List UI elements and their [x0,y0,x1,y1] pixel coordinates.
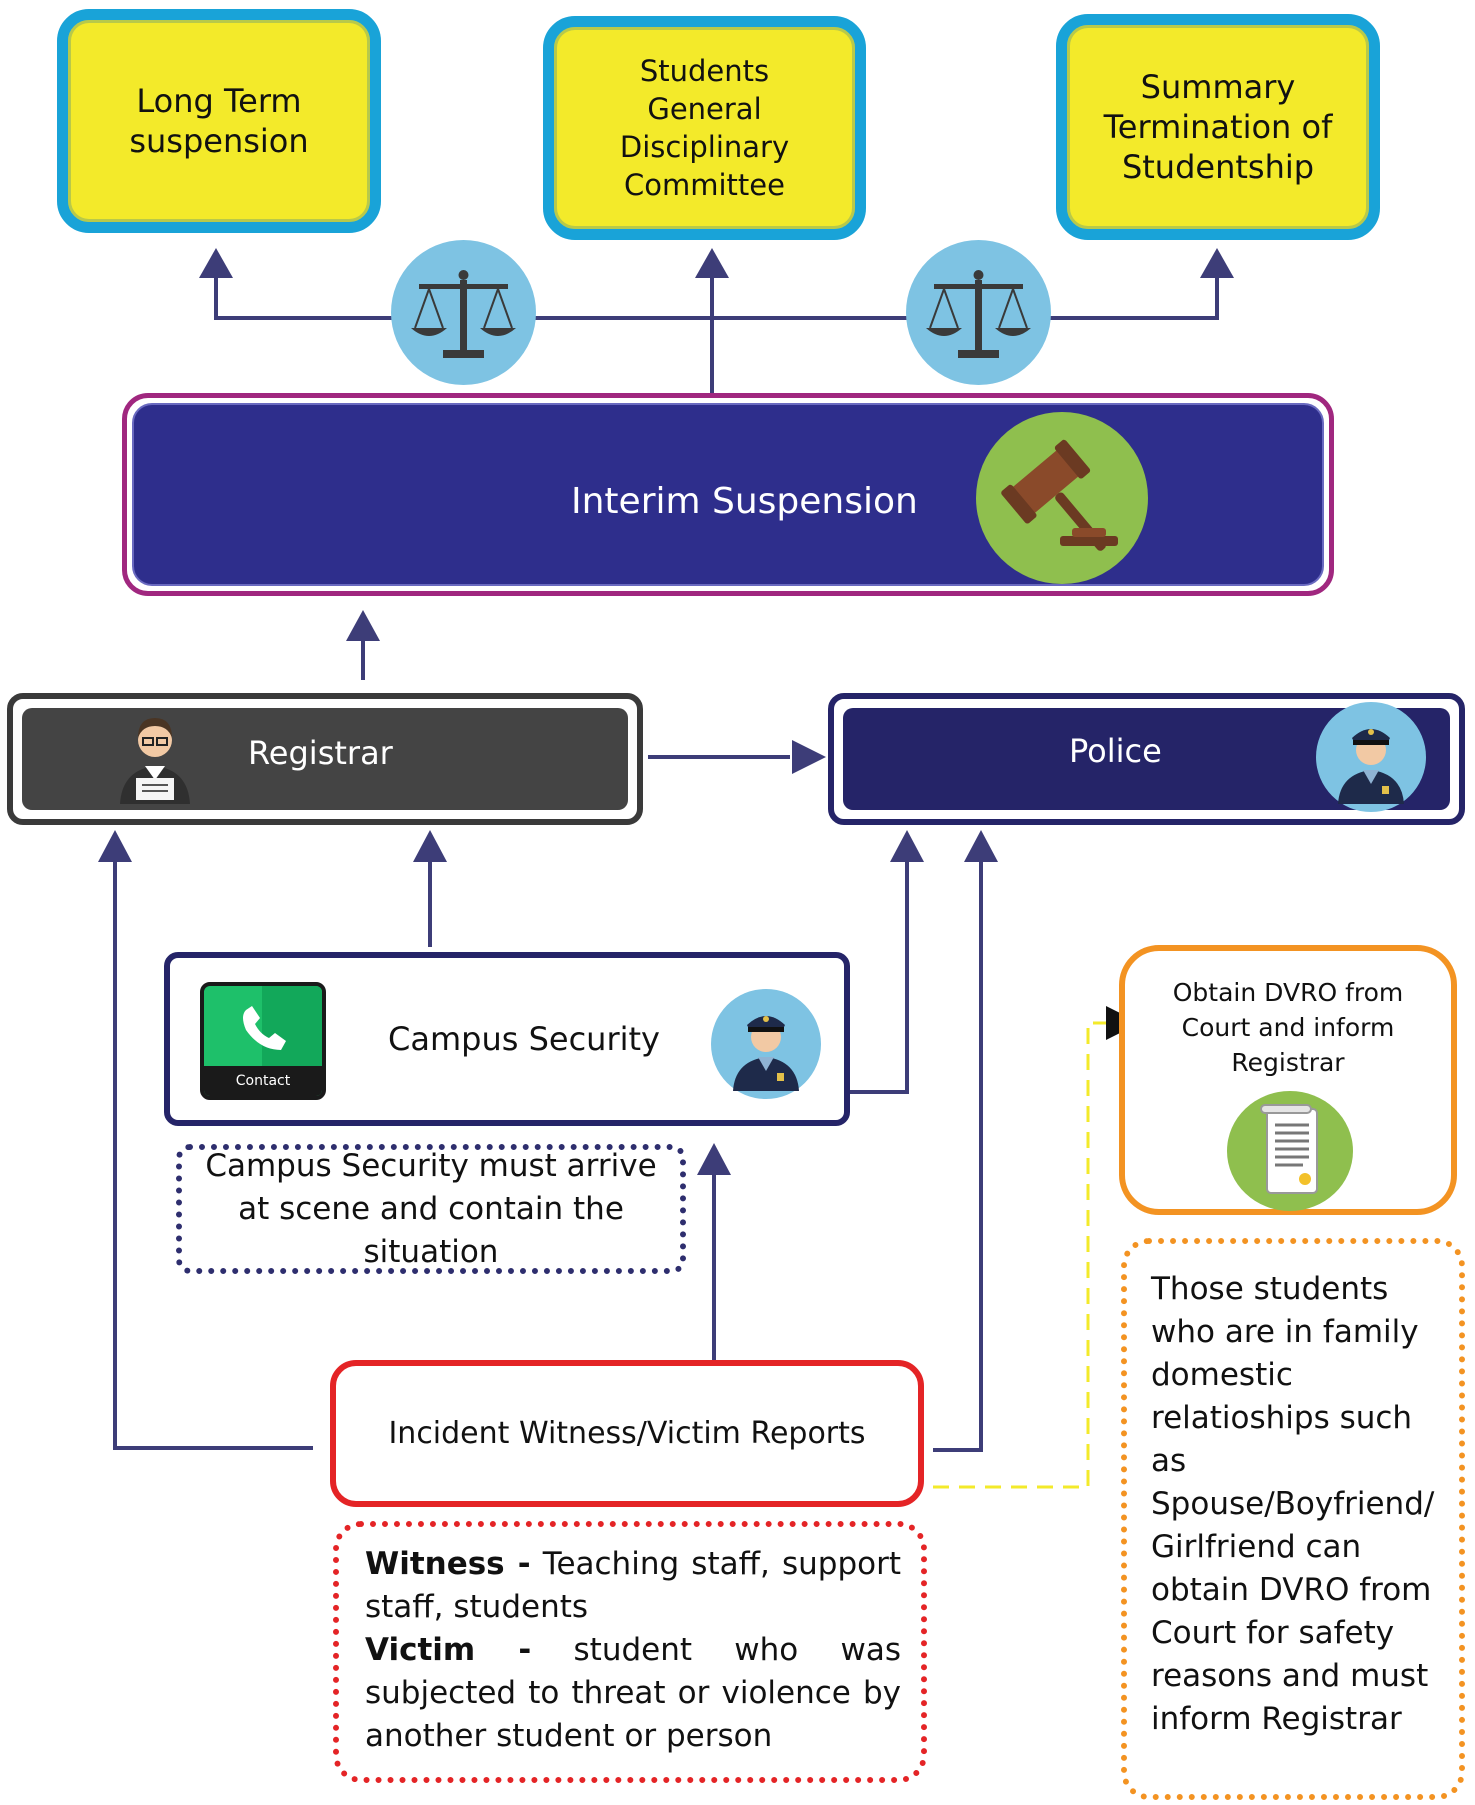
court-document-icon [1260,1104,1318,1194]
dvro-note-box: Those students who are in family domesti… [1121,1238,1465,1800]
incident-box: Incident Witness/Victim Reports [330,1360,924,1507]
interim-suspension-inner: Interim Suspension [132,403,1324,586]
arrow-head [695,248,729,278]
arrow-head [199,248,233,278]
police-officer-icon [733,1016,799,1091]
interim-suspension-label: Interim Suspension [571,481,918,522]
arrow-head [697,1143,731,1175]
registrar-inner: Registrar [22,708,628,810]
dvro-label: Obtain DVRO from Court and inform Regist… [1172,978,1404,1077]
arrow-head [964,830,998,862]
phone-contact-tile: Contact [200,982,326,1100]
summary-termination-label: Summary Termination of Studentship [1103,68,1333,186]
police-officer-circle [1316,702,1426,812]
interim-suspension-box: Interim Suspension [122,393,1334,596]
witness-term: Witness - [365,1546,531,1582]
disciplinary-committee-box: Students General Disciplinary Committee [543,16,866,240]
arrow-head [413,830,447,862]
arrow-head [1200,248,1234,278]
summary-termination-box: Summary Termination of Studentship [1056,14,1380,240]
disciplinary-committee-label: Students General Disciplinary Committee [619,54,790,202]
incident-label: Incident Witness/Victim Reports [388,1416,866,1451]
arrow-head [98,830,132,862]
security-officer-circle [711,989,821,1099]
registrar-box: Registrar [7,693,643,825]
arrow-head [792,740,826,774]
arrow-head [346,610,380,641]
police-inner: Police [843,702,1450,812]
registrar-label: Registrar [248,734,393,772]
long-term-suspension-label: Long Term suspension [129,82,309,160]
victim-text: student who was subjected to threat or v… [365,1632,901,1754]
witness-definition: Witness - Teaching staff, support staff,… [365,1543,901,1629]
victim-definition: Victim - student who was subjected to th… [365,1629,901,1758]
campus-security-box: Contact Campus Security [164,952,850,1126]
gavel-icon [1001,439,1118,551]
registrar-person-icon [120,718,190,804]
dvro-box: Obtain DVRO from Court and inform Regist… [1119,945,1457,1215]
scales-circle-left [391,240,536,385]
arrow-head [890,830,924,862]
scales-circle-right [906,240,1051,385]
police-label: Police [1069,732,1162,770]
document-circle [1227,1091,1353,1211]
campus-security-label: Campus Security [388,1020,660,1058]
scales-of-justice-icon [411,270,516,358]
campus-security-note-box: Campus Security must arrive at scene and… [176,1144,686,1274]
phone-contact-icon [243,1006,286,1050]
campus-security-note: Campus Security must arrive at scene and… [205,1147,657,1270]
definitions-box: Witness - Teaching staff, support staff,… [333,1521,927,1783]
victim-term: Victim - [365,1632,532,1668]
witness-text: Teaching staff, support staff, students [365,1546,901,1625]
police-box: Police [828,693,1465,825]
contact-label-bar: Contact [204,1066,322,1096]
police-officer-icon [1338,729,1404,804]
scales-of-justice-icon [926,270,1031,358]
long-term-suspension-box: Long Term suspension [57,9,381,233]
gavel-circle [976,412,1148,584]
dvro-note: Those students who are in family domesti… [1151,1271,1435,1737]
